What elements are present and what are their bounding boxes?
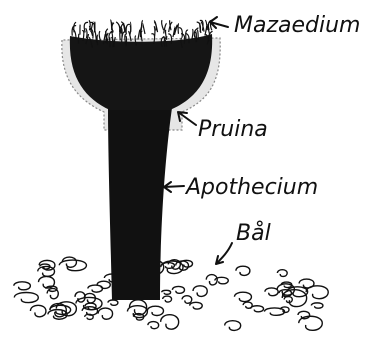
bal-granule (14, 282, 31, 290)
bal-granule (163, 296, 172, 302)
bal-thallus-drawing (14, 257, 328, 330)
bal-granule (182, 296, 192, 304)
bal-granule (161, 315, 179, 329)
mazaedium-stroke (162, 20, 164, 30)
bal-granule (193, 286, 207, 297)
mazaedium-stroke (84, 22, 88, 32)
bal-granule (277, 270, 287, 277)
mazaedium-stroke (179, 28, 183, 38)
mazaedium-stroke (112, 23, 114, 33)
bal-granule (39, 276, 55, 288)
mazaedium-stroke (141, 31, 142, 41)
bal-granule (284, 297, 292, 303)
bal-granule (190, 302, 203, 309)
label-mazaedium: Mazaedium (234, 13, 360, 38)
bal-granule (306, 286, 328, 299)
bal-granule (236, 266, 250, 275)
label-apothecium: Apothecium (184, 175, 318, 200)
mazaedium-stroke (192, 29, 193, 39)
label-bal: Bål (236, 220, 271, 246)
bal-granule (251, 306, 264, 312)
bal-granule (172, 286, 184, 293)
mazaedium-stroke (143, 24, 145, 34)
bal-granule (264, 308, 284, 315)
bal-granule (225, 321, 241, 331)
bal-granule (62, 257, 76, 267)
bal-granule (30, 305, 45, 317)
mazaedium-arrow (210, 17, 228, 28)
mazaedium-stroke (116, 22, 120, 32)
bal-granule (148, 322, 159, 329)
bal-granule (162, 290, 171, 294)
bal-granule (38, 266, 55, 276)
label-pruina: Pruina (198, 117, 268, 142)
apothecium-arrow (164, 182, 184, 192)
bal-granule (14, 292, 38, 302)
bal-arrow (216, 243, 232, 264)
bal-granule (265, 288, 278, 296)
bal-granule (98, 308, 112, 319)
bal-granule (234, 292, 251, 301)
bal-granule (108, 300, 118, 305)
bal-granule (127, 306, 147, 318)
bal-granule (59, 260, 86, 271)
bal-granule (311, 303, 323, 308)
bal-granule (147, 306, 163, 315)
mazaedium-stroke (138, 30, 140, 40)
mazaedium-stroke (86, 28, 87, 38)
mazaedium-stroke (89, 20, 90, 30)
